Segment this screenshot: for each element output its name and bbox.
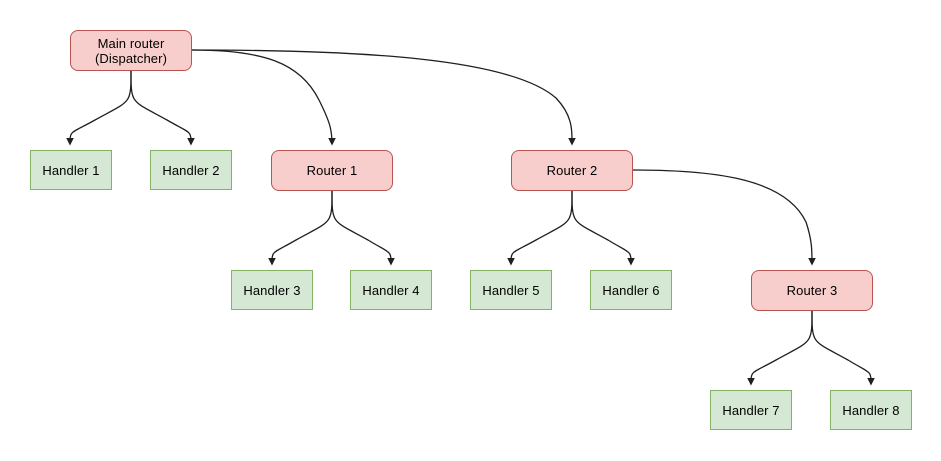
edge-router-1-to-handler-3 <box>268 190 333 266</box>
node-handler-4[interactable]: Handler 4 <box>350 270 432 310</box>
node-handler-5[interactable]: Handler 5 <box>470 270 552 310</box>
node-label-handler-5: Handler 5 <box>482 282 540 298</box>
node-handler-8[interactable]: Handler 8 <box>830 390 912 430</box>
node-label-handler-6: Handler 6 <box>602 282 660 298</box>
edge-router-2-to-router-3 <box>632 169 816 266</box>
node-router-2[interactable]: Router 2 <box>511 150 633 191</box>
node-main-router[interactable]: Main router (Dispatcher) <box>70 30 192 71</box>
node-handler-7[interactable]: Handler 7 <box>710 390 792 430</box>
node-label-handler-3: Handler 3 <box>243 282 301 298</box>
node-label-router-3: Router 3 <box>786 283 838 298</box>
node-label-router-1: Router 1 <box>306 163 358 178</box>
node-label-handler-4: Handler 4 <box>362 282 420 298</box>
node-label-handler-7: Handler 7 <box>722 402 780 418</box>
edge-router-3-to-handler-8 <box>811 310 875 386</box>
edge-main-to-handler-1 <box>66 70 132 146</box>
node-handler-1[interactable]: Handler 1 <box>30 150 112 190</box>
node-label-router-2: Router 2 <box>546 163 598 178</box>
node-router-1[interactable]: Router 1 <box>271 150 393 191</box>
node-handler-6[interactable]: Handler 6 <box>590 270 672 310</box>
edge-router-2-to-handler-6 <box>571 190 635 266</box>
edge-router-3-to-handler-7 <box>747 310 813 386</box>
node-handler-3[interactable]: Handler 3 <box>231 270 313 310</box>
node-label-handler-2: Handler 2 <box>162 162 220 178</box>
edge-router-1-to-handler-4 <box>331 190 395 266</box>
edge-router-2-to-handler-5 <box>507 190 573 266</box>
node-handler-2[interactable]: Handler 2 <box>150 150 232 190</box>
node-label-handler-8: Handler 8 <box>842 402 900 418</box>
edge-main-to-handler-2 <box>130 70 195 146</box>
node-router-3[interactable]: Router 3 <box>751 270 873 311</box>
edge-main-to-router-2 <box>191 49 576 146</box>
node-label-handler-1: Handler 1 <box>42 162 100 178</box>
node-label-main-router: Main router (Dispatcher) <box>95 35 167 66</box>
edge-main-to-router-1 <box>191 49 336 146</box>
